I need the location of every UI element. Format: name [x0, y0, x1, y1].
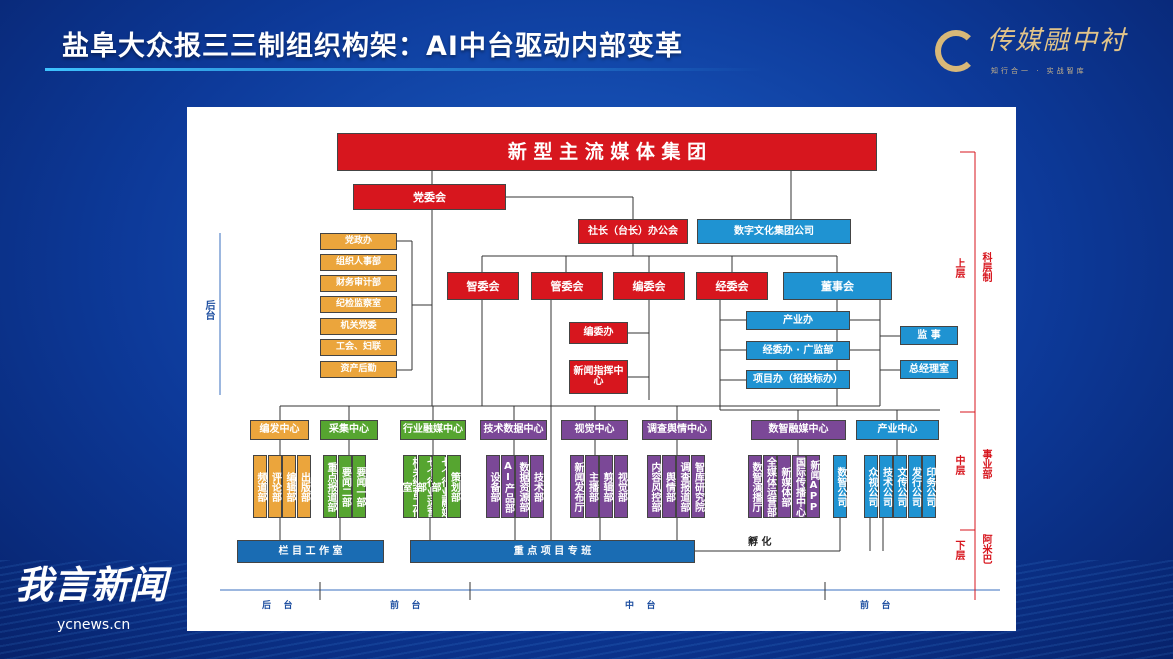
gm-box: 总经理室 — [900, 360, 958, 379]
department-box: 调查报道部 — [676, 455, 690, 518]
news-command-box: 新闻指挥中心 — [569, 360, 628, 394]
department-box: AI产品部 — [500, 455, 515, 518]
department-box: 舆情部 — [661, 455, 676, 518]
department-box: 全媒体运营部 — [762, 455, 777, 518]
system-label: 科层制 — [980, 252, 991, 282]
editorial-office-box: 编委办 — [569, 322, 628, 344]
backoffice-item: 纪检监察室 — [320, 296, 397, 313]
center-box: 调查舆情中心 — [642, 420, 712, 440]
logo: 传媒融中衬 知行合一 · 实战智库 — [935, 28, 1170, 83]
backoffice-item: 机关党委 — [320, 318, 397, 335]
department-box: 新闻发布厅 — [570, 455, 584, 518]
department-box: 七个行业融媒部 — [429, 455, 450, 518]
department-box: 新媒体部 — [777, 455, 791, 518]
backoffice-item: 组织人事部 — [320, 254, 397, 271]
committee-box: 经委会 — [696, 272, 768, 300]
board-office-box: 经委办 · 广监部 — [746, 341, 850, 360]
backoffice-item: 党政办 — [320, 233, 397, 250]
level-label: 上层 — [953, 258, 964, 278]
studio-box: 栏 目 工 作 室 — [237, 540, 384, 563]
department-box: 数据资源部 — [515, 455, 529, 518]
department-box: 新闻APP — [806, 455, 820, 518]
department-box: 技术公司 — [878, 455, 893, 518]
logo-name: 传媒融中衬 — [987, 26, 1128, 56]
watermark: 我言新闻 ycnews.cn — [15, 566, 185, 646]
level-label: 中层 — [953, 455, 964, 475]
department-box: 智库研究院 — [690, 455, 705, 518]
department-box: 出版部 — [296, 455, 311, 518]
party-committee-box: 党委会 — [353, 184, 506, 210]
group-title-box: 新 型 主 流 媒 体 集 团 — [337, 133, 877, 171]
title-underline — [45, 68, 765, 71]
layer-bottom-label: 中 台 — [625, 601, 656, 611]
department-box: 内容风控部 — [647, 455, 661, 518]
department-box: 七个行业运营部 — [414, 455, 436, 518]
department-box: 众视公司 — [864, 455, 878, 518]
watermark-name: 我言新闻 — [15, 562, 168, 607]
department-box: 评论部 — [267, 455, 282, 518]
supervisor-box: 监 事 — [900, 326, 958, 345]
department-box: 要闻二部 — [337, 455, 352, 518]
digital-company-box: 数智公司 — [833, 455, 847, 518]
department-box: 印务公司 — [922, 455, 936, 518]
department-box: 发行公司 — [907, 455, 922, 518]
page-title: 盐阜大众报三三制组织构架：AI中台驱动内部变革 — [62, 31, 683, 62]
system-label: 阿米巴 — [980, 534, 991, 564]
department-box: 要闻一部 — [352, 455, 366, 518]
department-box: 剪辑部 — [599, 455, 613, 518]
center-box: 采集中心 — [320, 420, 378, 440]
logo-slogan: 知行合一 · 实战智库 — [991, 67, 1087, 75]
department-box: 策划部 — [446, 455, 461, 518]
department-box: 相关经营工作室 — [400, 455, 421, 518]
center-box: 技术数据中心 — [480, 420, 547, 440]
department-box: 设备部 — [486, 455, 500, 518]
department-box: 重点报道部 — [323, 455, 337, 518]
committee-box: 智委会 — [447, 272, 519, 300]
president-office-box: 社长（台长）办公会 — [578, 219, 688, 244]
committee-box: 编委会 — [613, 272, 685, 300]
center-box: 视觉中心 — [561, 420, 628, 440]
level-label: 下层 — [953, 540, 964, 560]
backoffice-item: 资产后勤 — [320, 361, 397, 378]
incubate-label: 孵 化 — [748, 537, 772, 548]
board-box: 董事会 — [783, 272, 892, 300]
department-box: 频道部 — [253, 455, 267, 518]
center-box: 编发中心 — [250, 420, 309, 440]
backoffice-item: 工会、妇联 — [320, 339, 397, 356]
backoffice-side-label: 后台 — [203, 300, 214, 320]
center-box: 产业中心 — [856, 420, 939, 440]
layer-bottom-label: 前 台 — [860, 601, 891, 611]
department-box: 技术部 — [529, 455, 544, 518]
department-box: 编辑部 — [282, 455, 296, 518]
department-box: 数智演播厅 — [748, 455, 762, 518]
board-office-box: 产业办 — [746, 311, 850, 330]
department-box: 文传公司 — [893, 455, 907, 518]
committee-box: 管委会 — [531, 272, 603, 300]
department-box: 国际传播中心 — [791, 455, 806, 518]
layer-bottom-label: 后 台 — [262, 601, 293, 611]
center-box: 数智融媒中心 — [751, 420, 846, 440]
backoffice-item: 财务审计部 — [320, 275, 397, 292]
digital-group-box: 数字文化集团公司 — [697, 219, 851, 244]
board-office-box: 项目办（招投标办） — [746, 370, 850, 389]
center-box: 行业融媒中心 — [400, 420, 466, 440]
layer-bottom-label: 前 台 — [390, 601, 421, 611]
logo-mark-icon — [935, 30, 977, 72]
watermark-url: ycnews.cn — [57, 617, 131, 633]
department-box: 视觉部 — [613, 455, 628, 518]
system-label: 事业部 — [980, 449, 991, 479]
project-team-box: 重 点 项 目 专 班 — [410, 540, 695, 563]
department-box: 主播部 — [584, 455, 599, 518]
